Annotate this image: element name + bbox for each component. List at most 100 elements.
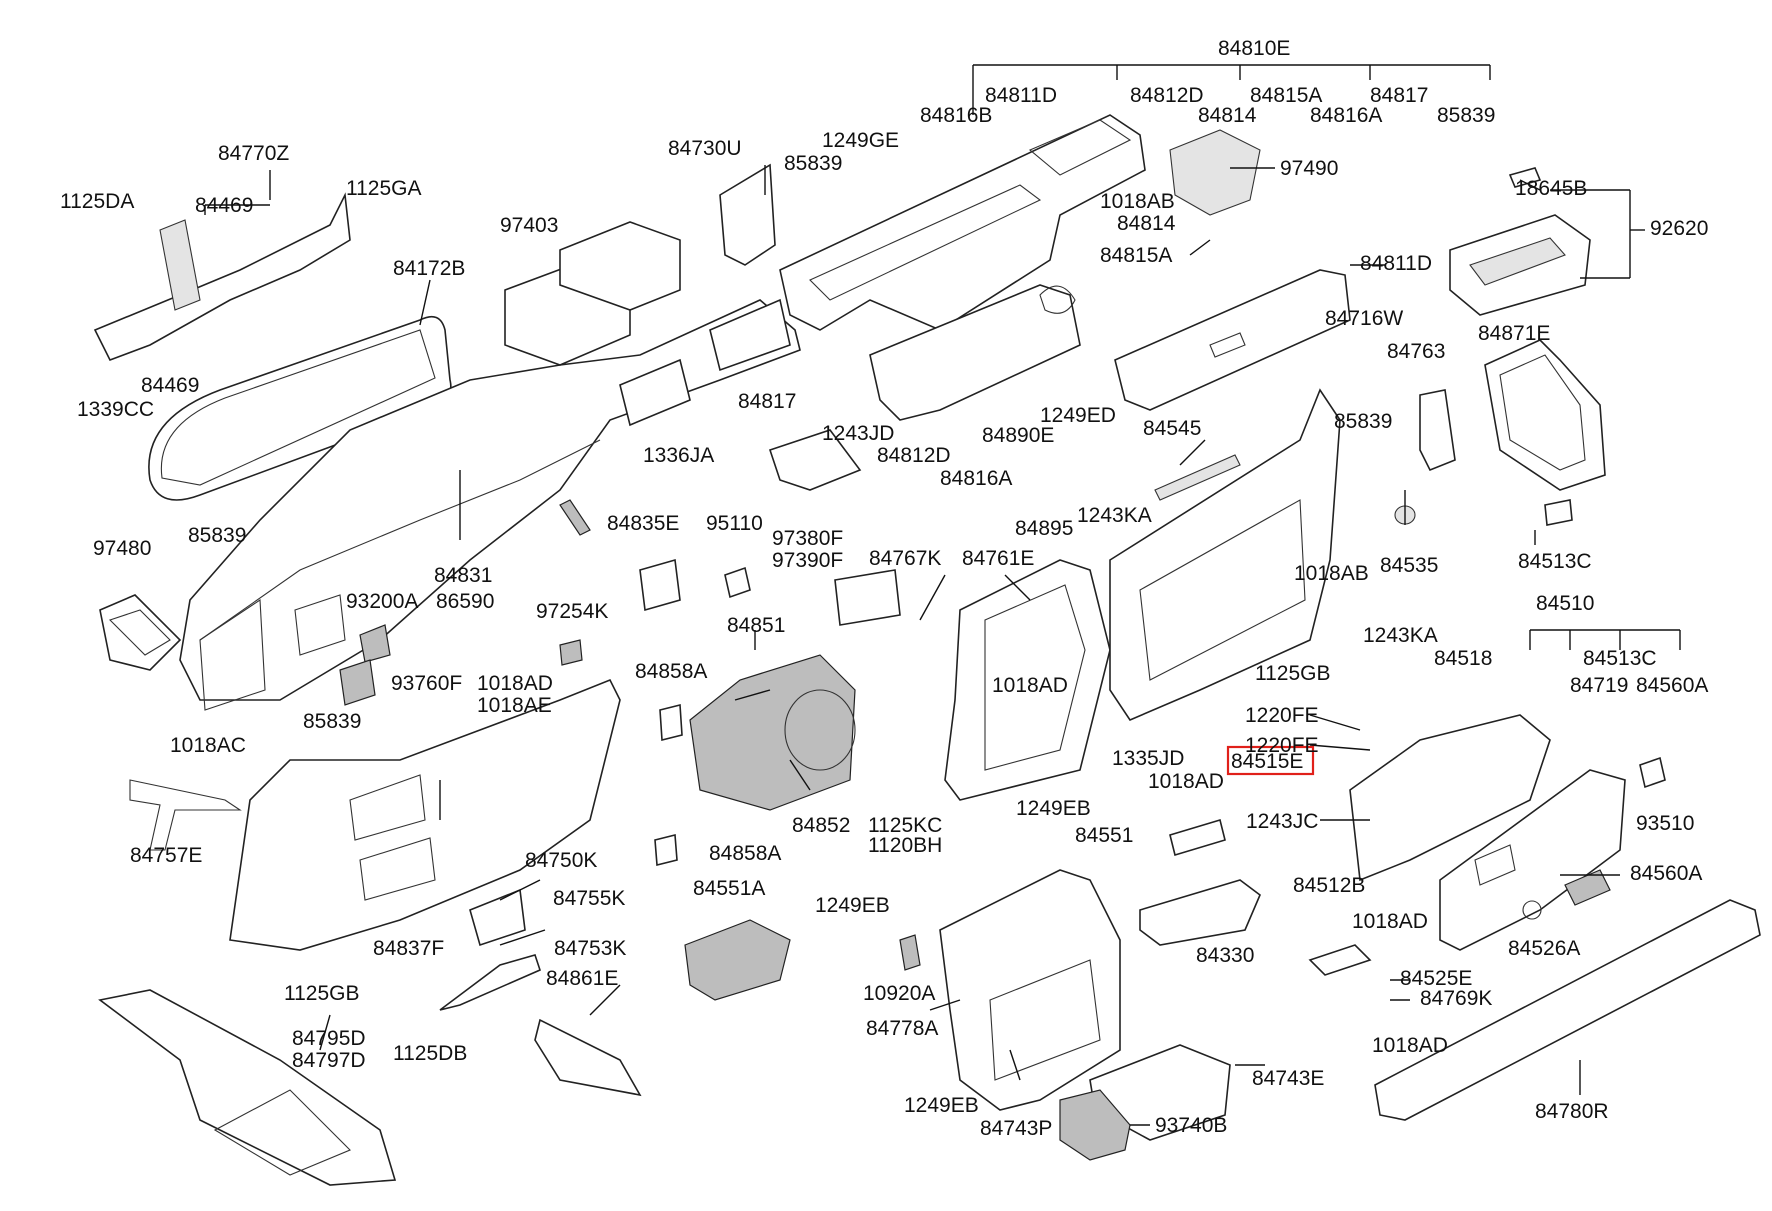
part-label[interactable]: 84814: [1117, 212, 1176, 235]
part-label[interactable]: 95110: [706, 512, 763, 535]
part-label[interactable]: 84551: [1075, 824, 1133, 847]
part-label[interactable]: 84814: [1198, 104, 1257, 127]
part-label[interactable]: 84757E: [130, 844, 202, 867]
part-label[interactable]: 84812D: [1130, 84, 1204, 107]
part-label[interactable]: 1339CC: [77, 398, 154, 421]
part-label[interactable]: 1243JC: [1246, 810, 1318, 833]
part-label[interactable]: 1336JA: [643, 444, 714, 467]
part-label[interactable]: 84330: [1196, 944, 1254, 967]
part-label[interactable]: 1018AC: [170, 734, 246, 757]
part-label[interactable]: 84763: [1387, 340, 1445, 363]
part-label[interactable]: 97480: [93, 537, 151, 560]
part-label[interactable]: 84795D: [292, 1027, 366, 1050]
part-label[interactable]: 18645B: [1515, 177, 1587, 200]
part-label[interactable]: 84816A: [940, 467, 1012, 490]
part-label[interactable]: 84837F: [373, 937, 444, 960]
part-label[interactable]: 1018AD: [1352, 910, 1428, 933]
part-label[interactable]: 85839: [784, 152, 842, 175]
part-label[interactable]: 1018AD: [477, 672, 553, 695]
part-label[interactable]: 84515E: [1231, 750, 1303, 773]
part-label[interactable]: 84831: [434, 564, 492, 587]
part-label[interactable]: 1243KA: [1363, 624, 1438, 647]
part-label[interactable]: 84895: [1015, 517, 1073, 540]
part-label[interactable]: 84816A: [1310, 104, 1382, 127]
part-label[interactable]: 1018AE: [477, 694, 552, 717]
part-label[interactable]: 84780R: [1535, 1100, 1609, 1123]
part-label[interactable]: 84890E: [982, 424, 1054, 447]
part-label[interactable]: 1249EB: [815, 894, 890, 917]
part-label[interactable]: 97403: [500, 214, 558, 237]
part-label[interactable]: 84815A: [1100, 244, 1172, 267]
part-label[interactable]: 84816B: [920, 104, 992, 127]
part-label[interactable]: 1249ED: [1040, 404, 1116, 427]
part-label[interactable]: 84172B: [393, 257, 465, 280]
part-label[interactable]: 1220FE: [1245, 704, 1319, 727]
part-label[interactable]: 84871E: [1478, 322, 1550, 345]
part-label[interactable]: 84858A: [635, 660, 707, 683]
part-label[interactable]: 1125DB: [393, 1042, 467, 1065]
part-label[interactable]: 84812D: [877, 444, 951, 467]
part-label[interactable]: 84719: [1570, 674, 1628, 697]
part-label[interactable]: 84525E: [1400, 967, 1472, 990]
part-label[interactable]: 84518: [1434, 647, 1492, 670]
part-label[interactable]: 93200A: [346, 590, 418, 613]
part-label[interactable]: 84851: [727, 614, 785, 637]
part-label[interactable]: 1018AB: [1294, 562, 1369, 585]
part-label[interactable]: 84513C: [1518, 550, 1592, 573]
part-label[interactable]: 1125GA: [346, 177, 422, 200]
part-label[interactable]: 1125KC: [868, 814, 942, 837]
part-label[interactable]: 1120BH: [868, 834, 942, 857]
part-label[interactable]: 84743P: [980, 1117, 1052, 1140]
part-label[interactable]: 84811D: [985, 84, 1057, 107]
part-label[interactable]: 84811D: [1360, 252, 1432, 275]
part-label[interactable]: 1125GB: [1255, 662, 1331, 685]
part-label[interactable]: 84797D: [292, 1049, 366, 1072]
part-label[interactable]: 84716W: [1325, 307, 1403, 330]
part-label[interactable]: 97254K: [536, 600, 608, 623]
part-label[interactable]: 85839: [188, 524, 246, 547]
part-label[interactable]: 1335JD: [1112, 747, 1184, 770]
part-label[interactable]: 84469: [195, 194, 253, 217]
part-label[interactable]: 85839: [303, 710, 361, 733]
part-label[interactable]: 1243KA: [1077, 504, 1152, 527]
part-label[interactable]: 93740B: [1155, 1114, 1227, 1137]
part-label[interactable]: 84817: [1370, 84, 1428, 107]
part-label[interactable]: 85839: [1334, 410, 1392, 433]
part-label[interactable]: 84770Z: [218, 142, 289, 165]
part-label[interactable]: 84730U: [668, 137, 742, 160]
part-label[interactable]: 97390F: [772, 549, 843, 572]
part-label[interactable]: 84469: [141, 374, 199, 397]
part-label[interactable]: 84551A: [693, 877, 765, 900]
part-label[interactable]: 84810E: [1218, 37, 1290, 60]
part-label[interactable]: 97380F: [772, 527, 843, 550]
part-label[interactable]: 84858A: [709, 842, 781, 865]
part-label[interactable]: 84815A: [1250, 84, 1322, 107]
part-label[interactable]: 84560A: [1636, 674, 1708, 697]
part-label[interactable]: 1249EB: [1016, 797, 1091, 820]
part-label[interactable]: 84852: [792, 814, 850, 837]
part-label[interactable]: 84560A: [1630, 862, 1702, 885]
part-label[interactable]: 84750K: [525, 849, 597, 872]
part-label[interactable]: 92620: [1650, 217, 1708, 240]
part-label[interactable]: 1220FE: [1245, 734, 1319, 757]
part-label[interactable]: 1249EB: [904, 1094, 979, 1117]
part-label[interactable]: 93510: [1636, 812, 1694, 835]
part-label[interactable]: 1018AD: [1372, 1034, 1448, 1057]
part-label[interactable]: 10920A: [863, 982, 935, 1005]
part-label[interactable]: 84835E: [607, 512, 679, 535]
part-label[interactable]: 84513C: [1583, 647, 1657, 670]
part-label[interactable]: 1125GB: [284, 982, 360, 1005]
part-label[interactable]: 93760F: [391, 672, 462, 695]
part-label[interactable]: 1249GE: [822, 129, 899, 152]
part-label[interactable]: 84778A: [866, 1017, 938, 1040]
part-label[interactable]: 84743E: [1252, 1067, 1324, 1090]
part-label[interactable]: 84861E: [546, 967, 618, 990]
part-label[interactable]: 1243JD: [822, 422, 894, 445]
part-label[interactable]: 86590: [436, 590, 494, 613]
part-label[interactable]: 1125DA: [60, 190, 134, 213]
part-label[interactable]: 84753K: [554, 937, 626, 960]
part-label[interactable]: 97490: [1280, 157, 1338, 180]
part-label[interactable]: 84755K: [553, 887, 625, 910]
part-label[interactable]: 1018AB: [1100, 190, 1175, 213]
part-label[interactable]: 84817: [738, 390, 796, 413]
